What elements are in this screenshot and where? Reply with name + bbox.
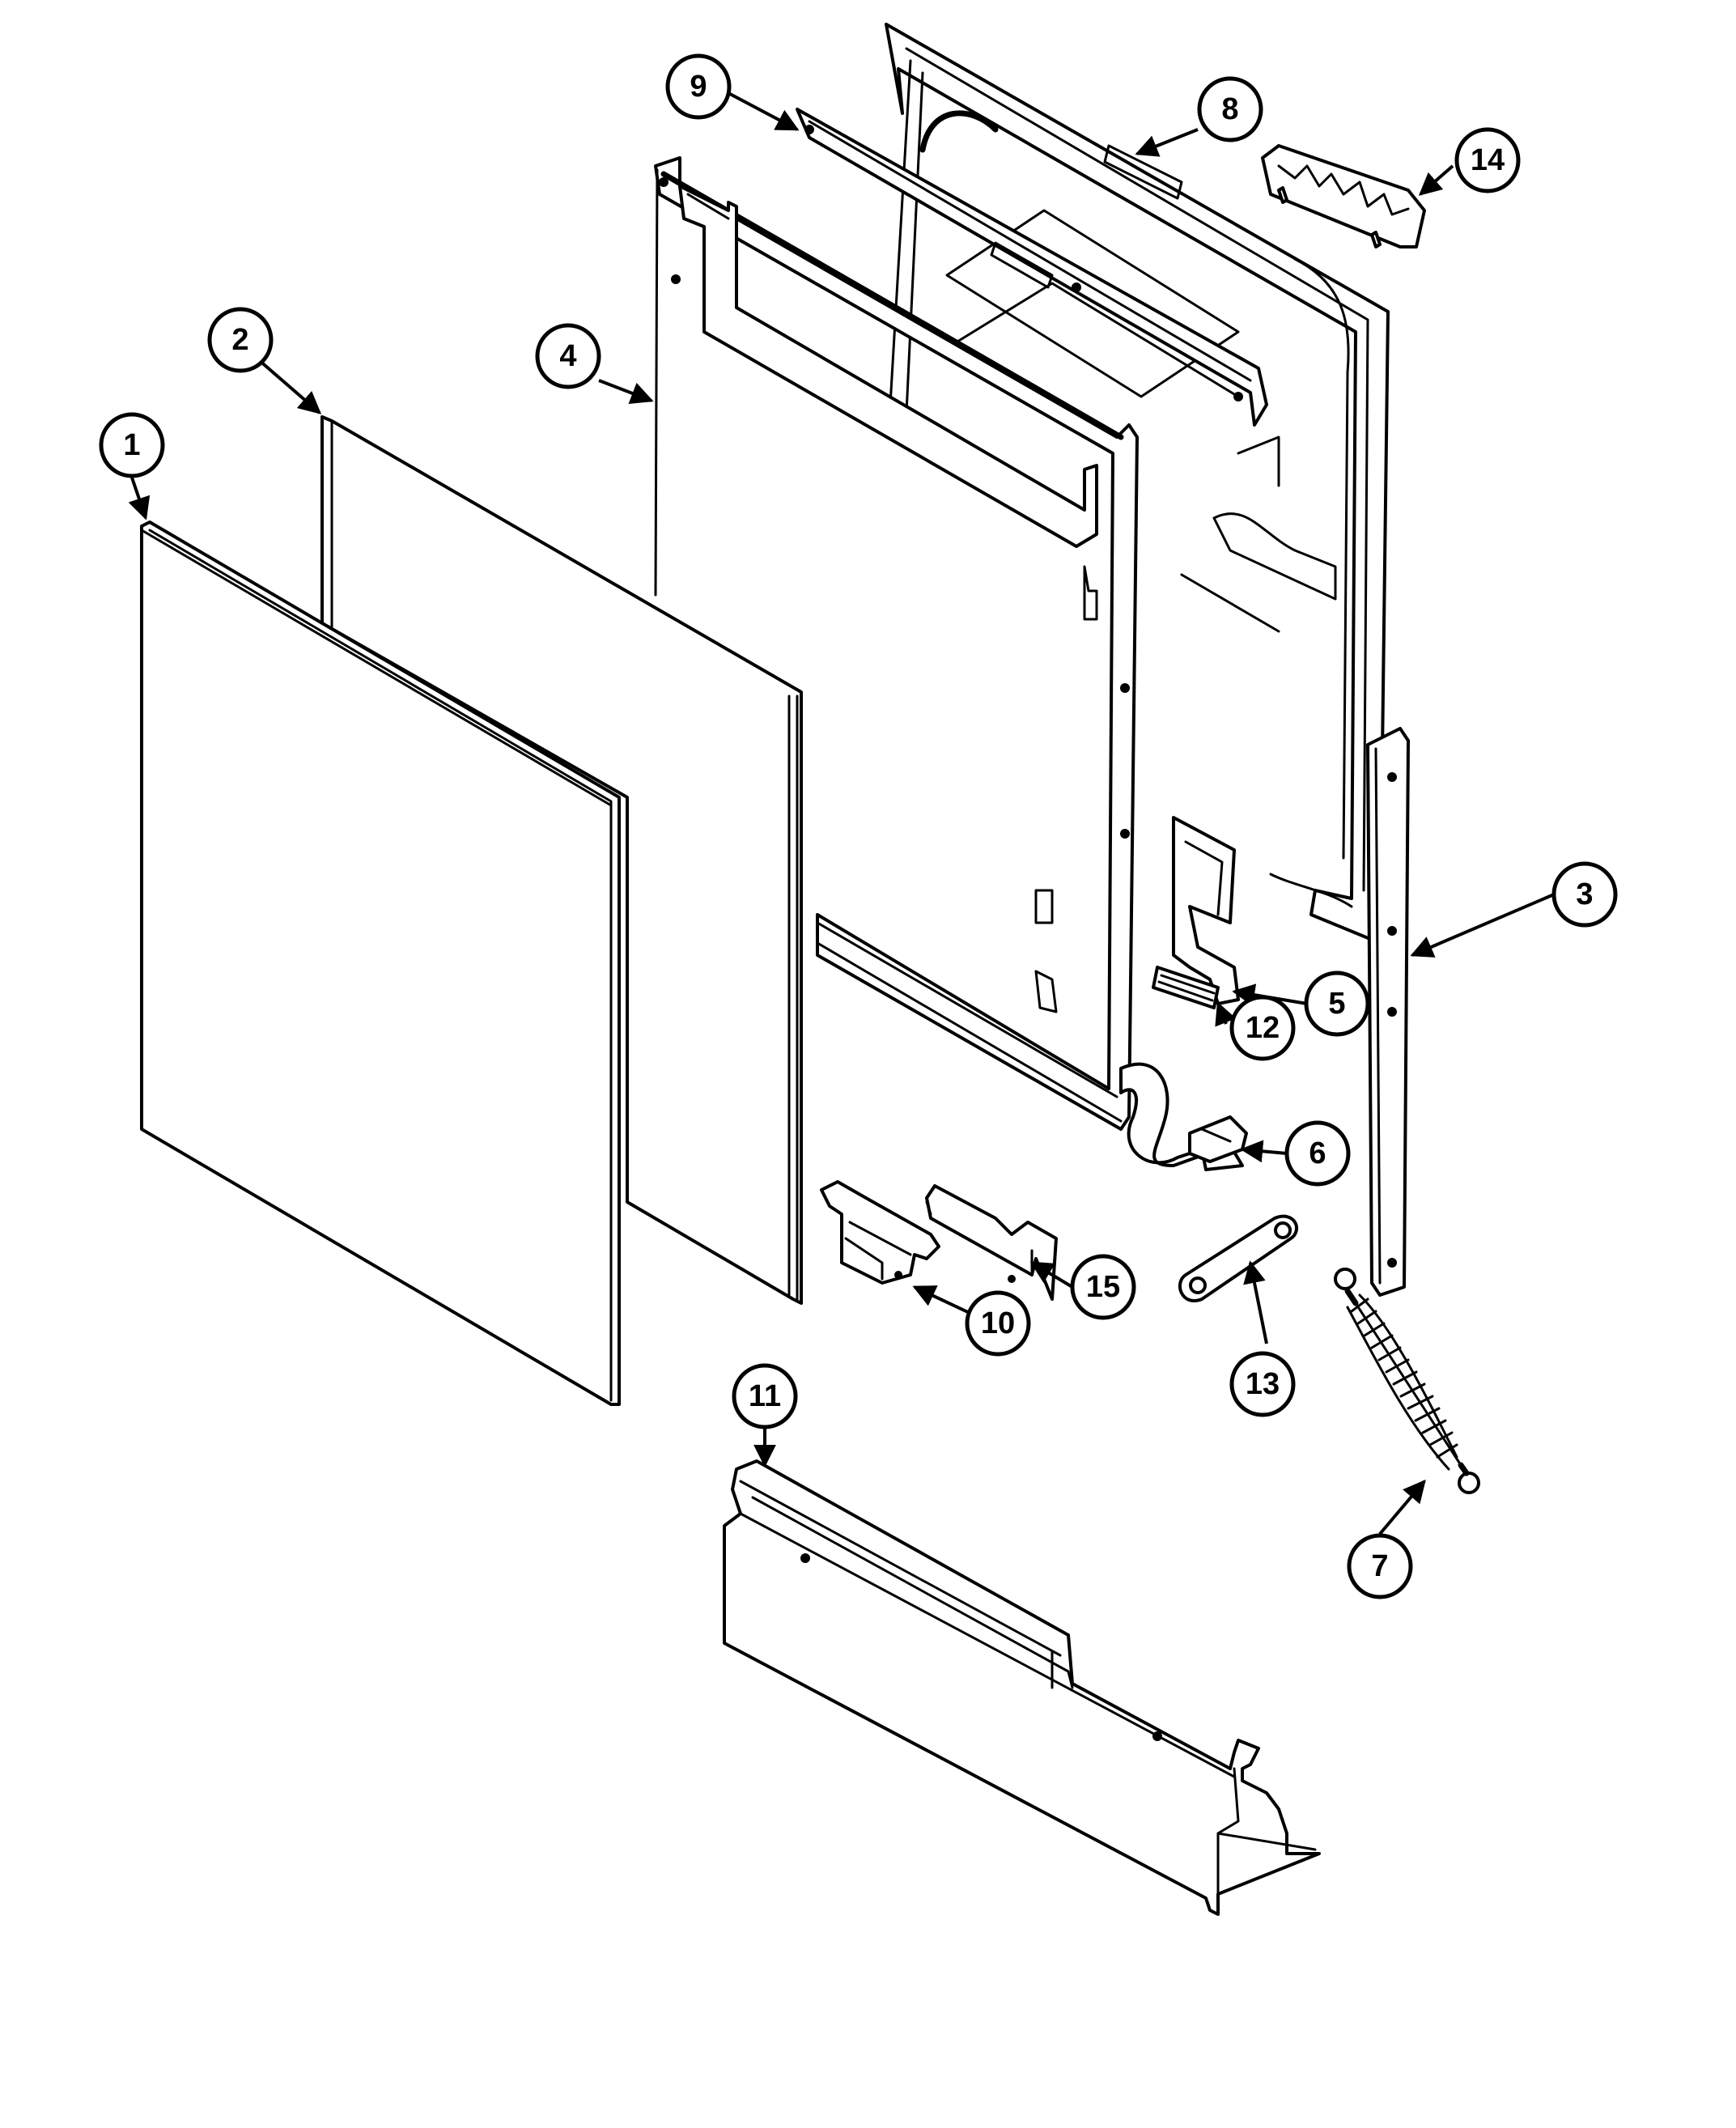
leader-3 (1410, 893, 1555, 958)
callouts: 1 2 3 4 5 6 7 8 9 10 11 12 13 14 15 (99, 53, 1618, 1599)
leader-1 (128, 477, 151, 520)
callout-9: 9 (665, 53, 732, 120)
callout-11: 11 (732, 1363, 798, 1429)
leader-13 (1243, 1260, 1268, 1344)
callout-10: 10 (965, 1290, 1031, 1357)
svg-text:12: 12 (1246, 1011, 1280, 1045)
callout-5: 5 (1304, 971, 1370, 1037)
leader-6 (1240, 1140, 1288, 1163)
part-11-kick-panel (723, 1459, 1321, 1916)
part-14-handle-cap (1261, 144, 1426, 248)
callout-7: 7 (1347, 1533, 1413, 1599)
leader-8 (1135, 128, 1199, 157)
svg-text:6: 6 (1309, 1136, 1326, 1170)
svg-text:9: 9 (690, 70, 707, 104)
callout-1: 1 (99, 412, 165, 478)
leader-12 (1215, 1001, 1237, 1027)
part-7-spring (1334, 1268, 1480, 1494)
svg-text:11: 11 (749, 1379, 781, 1413)
callout-8: 8 (1197, 76, 1263, 142)
part-12-strip (1152, 966, 1220, 1009)
callout-13: 13 (1229, 1351, 1296, 1417)
part-4-inner-panel (654, 156, 1244, 1171)
leader-9 (728, 91, 800, 131)
svg-text:10: 10 (981, 1306, 1015, 1340)
part-15-bracket (925, 1184, 1058, 1301)
svg-text:7: 7 (1371, 1549, 1388, 1583)
svg-text:2: 2 (231, 323, 248, 357)
leader-2 (257, 359, 322, 414)
svg-text:13: 13 (1246, 1367, 1280, 1401)
svg-text:15: 15 (1086, 1270, 1120, 1304)
part-5-clip (1172, 816, 1240, 1005)
leader-15 (1029, 1261, 1074, 1289)
part-13-link (1178, 1214, 1299, 1302)
part-8-door-liner (885, 23, 1390, 945)
svg-text:4: 4 (559, 339, 576, 373)
part-3-side-trim (1366, 727, 1410, 1297)
part-6-latch-bracket (1188, 1115, 1248, 1163)
callout-14: 14 (1454, 127, 1521, 193)
svg-text:3: 3 (1576, 877, 1593, 911)
callout-3: 3 (1551, 861, 1618, 928)
leader-lines (128, 91, 1555, 1535)
callout-4: 4 (535, 323, 601, 389)
callout-15: 15 (1070, 1254, 1136, 1320)
callout-12: 12 (1229, 995, 1296, 1061)
part-9-top-channel (796, 108, 1268, 427)
part-10-hinge-bracket (820, 1180, 940, 1285)
svg-text:8: 8 (1221, 92, 1238, 126)
part-1-front-panel (140, 520, 621, 1406)
svg-text:1: 1 (123, 428, 140, 462)
svg-text:5: 5 (1328, 987, 1345, 1021)
leader-7 (1378, 1479, 1426, 1535)
svg-text:14: 14 (1471, 143, 1505, 177)
callout-2: 2 (207, 307, 274, 373)
callout-6: 6 (1284, 1120, 1351, 1187)
leader-4 (598, 379, 654, 405)
leader-14 (1418, 164, 1454, 196)
